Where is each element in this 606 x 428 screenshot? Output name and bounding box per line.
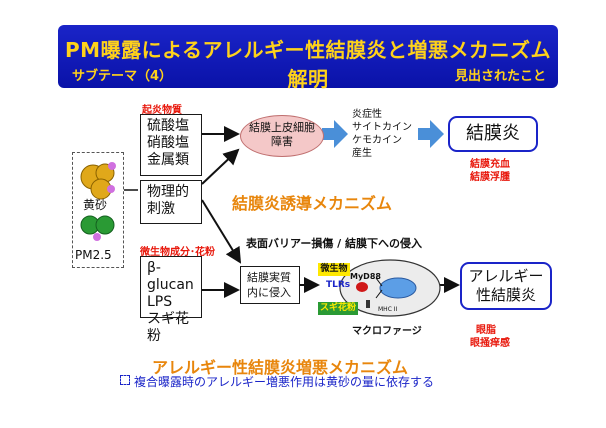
inflammatory-item: 硫酸塩: [147, 118, 189, 134]
induction-mechanism-title: 結膜炎誘導メカニズム: [232, 194, 393, 213]
microbial-label: 微生物成分･花粉: [140, 247, 215, 258]
microbe-tag: 微生物: [318, 263, 350, 276]
cytokine-line: サイトカイン: [352, 122, 412, 133]
symptom-item: 結膜充血: [470, 159, 510, 170]
inflammatory-item: 硝酸塩: [147, 135, 189, 151]
page-title: PM曝露によるアレルギー性結膜炎と増悪メカニズム解明: [65, 38, 551, 91]
kosa-label: 黄砂: [83, 198, 108, 212]
barrier-caption: 表面バリアー損傷 / 結膜下への侵入: [246, 237, 423, 250]
symptom-item: 眼掻痒感: [470, 338, 510, 349]
findings-label: 見出されたこと: [454, 69, 546, 84]
inflammatory-label: 起炎物質: [142, 105, 182, 116]
invasion-line: 結膜実質: [247, 271, 291, 284]
microbial-box: β-glucan LPS スギ花粉: [140, 256, 202, 344]
cytokine-line: 炎症性: [352, 109, 382, 120]
myd88-label: MyD88: [350, 272, 381, 281]
cytokine-block: 炎症性 サイトカイン ケモカイン 産生: [352, 108, 412, 160]
particle-icon: [80, 162, 116, 241]
cytokine-line: ケモカイン: [352, 135, 402, 146]
microbial-item: LPS: [147, 294, 173, 310]
pollen-tag: スギ花粉: [318, 302, 358, 315]
inflammatory-item: 金属類: [147, 152, 189, 168]
mhc-label: MHC II: [378, 306, 398, 313]
epithelial-line: 結膜上皮細胞: [249, 121, 315, 134]
microbial-item: β-glucan: [147, 260, 194, 293]
macrophage-label: マクロファージ: [352, 326, 422, 337]
conclusion-text: 複合曝露時のアレルギー増悪作用は黄砂の量に依存する: [134, 375, 435, 389]
conjunctivitis-symptoms: 結膜充血 結膜浮腫: [470, 158, 510, 184]
source-box: 黄砂 PM2.5: [72, 152, 124, 268]
exacerbation-mechanism-title: アレルギー性結膜炎増悪メカニズム: [152, 358, 409, 377]
inflammatory-box: 硫酸塩 硝酸塩 金属類: [140, 114, 202, 176]
conjunctivitis-box: 結膜炎: [448, 116, 538, 152]
blue-arrow-cytokines-to-conjunctivitis: [418, 120, 444, 148]
macrophage-cell-icon: [339, 259, 441, 317]
cytokine-line: 産生: [352, 148, 372, 159]
bullet-icon: [120, 375, 130, 385]
pm25-label: PM2.5: [75, 248, 112, 262]
microbial-item: スギ花粉: [147, 311, 189, 344]
conjunctivitis-label: 結膜炎: [466, 123, 520, 144]
arrow-physical-to-invasion: [201, 199, 242, 264]
arrow-physical-to-epithelial: [201, 148, 240, 185]
header-banner: PM曝露によるアレルギー性結膜炎と増悪メカニズム解明 サブテーマ（4） 見出され…: [58, 25, 558, 91]
subtheme-label: サブテーマ（4）: [72, 69, 173, 84]
blue-arrow-epithelial-to-cytokines: [322, 120, 348, 148]
tlrs-label: TLRs: [326, 280, 351, 290]
allergic-symptoms: 眼脂 眼掻痒感: [470, 324, 510, 350]
epithelial-line: 障害: [271, 135, 293, 148]
invasion-line: 内に侵入: [247, 286, 291, 299]
physical-line: 刺激: [147, 201, 175, 217]
allergic-line: 性結膜炎: [475, 286, 536, 304]
physical-stimulus-box: 物理的 刺激: [140, 180, 202, 224]
allergic-line: アレルギー: [468, 267, 544, 285]
symptom-item: 眼脂: [476, 325, 496, 336]
invasion-box: 結膜実質 内に侵入: [240, 266, 300, 304]
epithelial-damage-node: 結膜上皮細胞 障害: [240, 115, 324, 157]
allergic-conjunctivitis-box: アレルギー 性結膜炎: [460, 262, 552, 310]
physical-line: 物理的: [147, 184, 189, 200]
symptom-item: 結膜浮腫: [470, 172, 510, 183]
